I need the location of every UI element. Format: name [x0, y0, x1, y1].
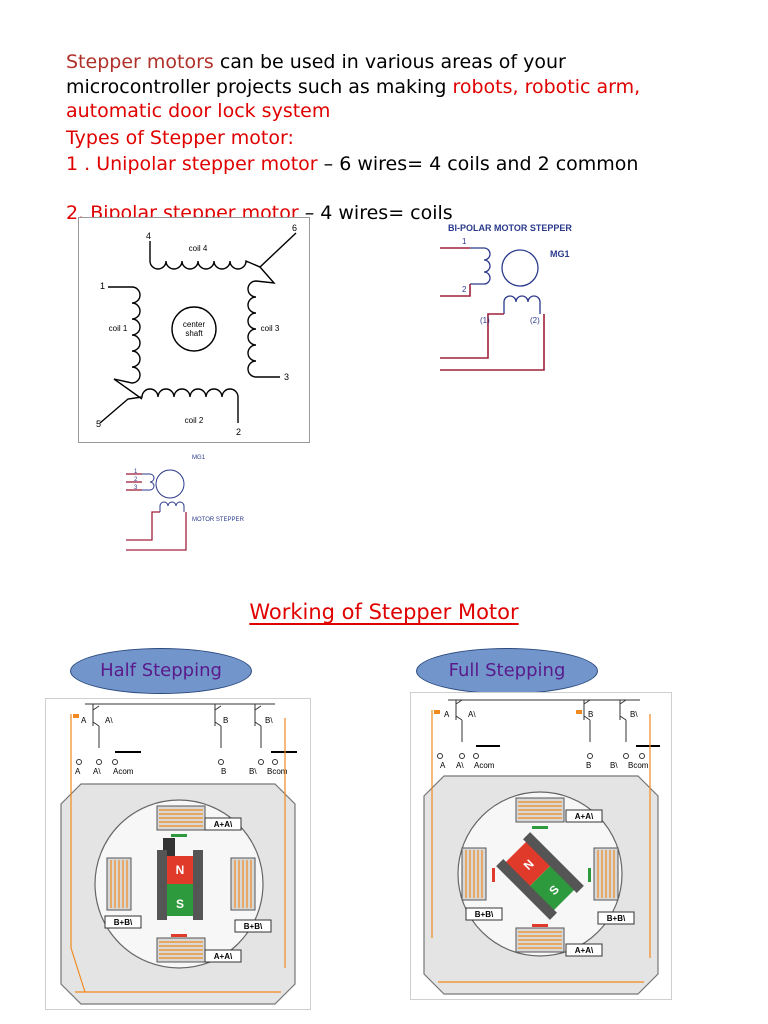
- small-ref: MG1: [192, 455, 206, 461]
- terminal-1: 1: [100, 281, 105, 291]
- coil1-label: coil 1: [109, 324, 128, 333]
- type1-line: 1 . Unipolar stepper motor – 6 wires= 4 …: [66, 152, 686, 177]
- half-pole-left: B+B\: [114, 918, 133, 927]
- half-pole-top: A+A\: [214, 820, 233, 829]
- half-stepping-oval: Half Stepping: [70, 648, 252, 694]
- bipolar-title: BI-POLAR MOTOR STEPPER: [448, 223, 572, 233]
- half-term-b: B: [221, 767, 226, 776]
- bipolar-pin2: 2: [462, 285, 467, 294]
- full-term-bcom: Bcom: [628, 761, 649, 770]
- intro-examples: robots, robotic arm, automatic door lock…: [66, 75, 641, 123]
- full-rotor-magnet: N S: [496, 832, 584, 920]
- half-term-acom: Acom: [113, 767, 134, 776]
- half-south: S: [176, 897, 184, 911]
- full-pole-top: A+A\: [575, 812, 594, 821]
- coil3-label: coil 3: [261, 324, 280, 333]
- unipolar-coil-diagram: coil 4 coil 1 coil 3 coil 2 center shaft…: [78, 217, 310, 443]
- half-term-abar: A\: [93, 767, 101, 776]
- bipolar-ref: MG1: [550, 249, 570, 259]
- intro-paragraph: Stepper motors can be used in various ar…: [66, 50, 686, 124]
- terminal-6: 6: [292, 223, 297, 233]
- type1-desc: – 6 wires= 4 coils and 2 common: [317, 153, 639, 175]
- half-sw-a: A: [81, 716, 87, 725]
- bipolar-pin3: (1): [480, 316, 490, 325]
- small-label: MOTOR STEPPER: [192, 517, 245, 523]
- half-sw-bbar: B\: [265, 716, 273, 725]
- bipolar-pin1: 1: [462, 237, 467, 246]
- type2-desc: – 4 wires= coils: [298, 202, 453, 224]
- half-rotor-magnet: N S: [157, 838, 203, 920]
- half-term-bcom: Bcom: [267, 767, 288, 776]
- full-term-bbar: B\: [610, 761, 618, 770]
- full-stepping-diagram: A A\ B B\ A A\ Acom B B\ Bcom A+A\ B+B\: [410, 692, 672, 1000]
- small-pin2: 2: [134, 477, 138, 483]
- full-sw-abar: A\: [468, 710, 476, 719]
- small-pin3: 3: [134, 485, 138, 491]
- half-term-bbar: B\: [249, 767, 257, 776]
- full-stepping-oval: Full Stepping: [416, 648, 598, 694]
- type1-num: 1 .: [66, 153, 97, 175]
- full-sw-a: A: [444, 710, 450, 719]
- half-sw-b: B: [223, 716, 228, 725]
- full-sw-b: B: [588, 710, 593, 719]
- coil4-label: coil 4: [189, 244, 208, 253]
- working-heading: Working of Stepper Motor: [249, 600, 519, 624]
- half-sw-abar: A\: [105, 716, 113, 725]
- center-label: center: [183, 320, 206, 329]
- half-north: N: [176, 863, 185, 877]
- motor-stepper-symbol: MG1 1 2 3 MOTOR STEPPER: [126, 455, 245, 551]
- types-heading: Types of Stepper motor:: [66, 127, 294, 149]
- terminal-5: 5: [96, 419, 101, 429]
- terminal-2: 2: [236, 427, 241, 437]
- full-term-a: A: [440, 761, 446, 770]
- full-term-b: B: [586, 761, 591, 770]
- small-pin1: 1: [134, 469, 138, 475]
- bipolar-pin4: (2): [530, 316, 540, 325]
- full-pole-left: B+B\: [475, 910, 494, 919]
- terminal-3: 3: [284, 372, 289, 382]
- half-pole-right: B+B\: [244, 922, 263, 931]
- full-sw-bbar: B\: [630, 710, 638, 719]
- type1-name: Unipolar stepper motor: [96, 153, 318, 175]
- full-pole-bottom: A+A\: [575, 946, 594, 955]
- terminal-4: 4: [146, 231, 151, 241]
- coil2-label: coil 2: [185, 416, 204, 425]
- stepper-term: Stepper motors: [66, 51, 214, 73]
- bipolar-motor-diagram: BI-POLAR MOTOR STEPPER MG1 1 2 (1) (2): [440, 223, 572, 371]
- full-term-acom: Acom: [474, 761, 495, 770]
- intro-text: can be used in various areas of your mic…: [66, 51, 566, 98]
- half-term-a: A: [75, 767, 81, 776]
- full-term-abar: A\: [456, 761, 464, 770]
- full-pole-right: B+B\: [607, 914, 626, 923]
- half-pole-bottom: A+A\: [214, 952, 233, 961]
- half-stepping-diagram: A A\ B B\ A A\ Acom B B\ Bcom A+: [45, 698, 311, 1010]
- shaft-label: shaft: [185, 329, 203, 338]
